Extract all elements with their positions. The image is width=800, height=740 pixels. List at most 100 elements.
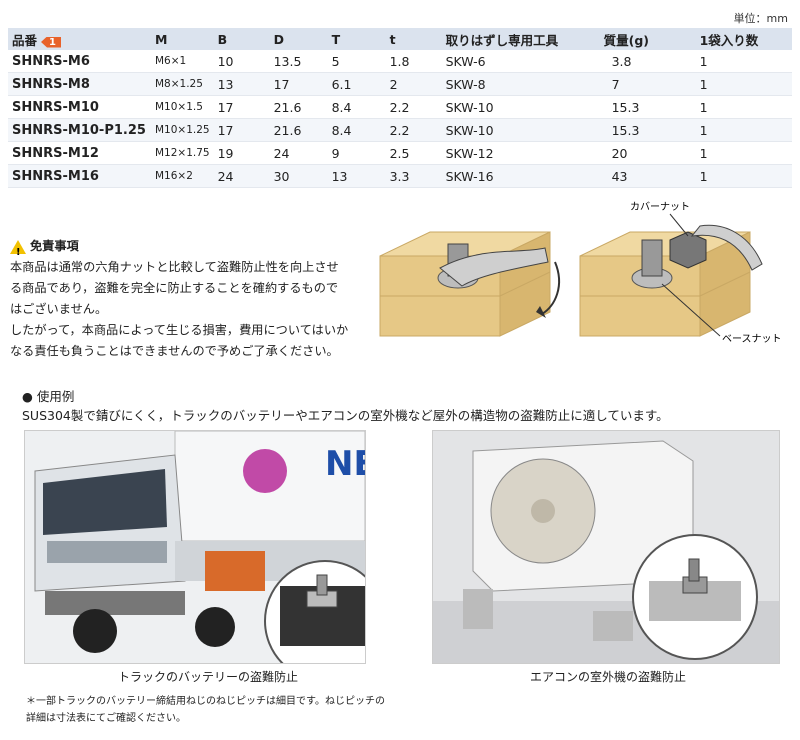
cell-tool: SKW-12 <box>441 141 600 165</box>
header-m: M <box>151 28 214 50</box>
footnote-line: 詳細は寸法表にてご確認ください。 <box>26 713 186 724</box>
cell-t-upper: 9 <box>327 141 386 165</box>
base-nut-leader <box>661 283 721 337</box>
ac-caption: エアコンの室外機の盗難防止 <box>530 670 687 684</box>
cell-mass: 43 <box>599 164 696 188</box>
disclaimer-line: なる責任も負うことはできませんので予めご了承ください。 <box>10 344 339 358</box>
rotate-arrowhead <box>536 306 546 318</box>
ac-illustration <box>433 431 779 663</box>
disclaimer: 免責事項 本商品は通常の六角ナットと比較して盗難防止性を向上させ る商品であり，… <box>10 236 355 362</box>
usage-heading: ● 使用例 <box>22 389 75 404</box>
cell-d: 17 <box>269 72 328 96</box>
cell-qty: 1 <box>695 164 792 188</box>
cell-t-upper: 8.4 <box>327 95 386 119</box>
cell-qty: 1 <box>695 95 792 119</box>
disclaimer-line: したがって，本商品によって生じる損害，費用についてはいか <box>10 323 349 337</box>
cell-m: M6×1 <box>151 50 214 73</box>
truck-caption: トラックのバッテリーの盗難防止 <box>118 670 299 684</box>
cell-t-lower: 2.2 <box>385 95 442 119</box>
cell-t-lower: 2.5 <box>385 141 442 165</box>
cell-mass: 3.8 <box>599 50 696 73</box>
header-tool: 取りはずし専用工具 <box>441 28 600 50</box>
cell-tool: SKW-10 <box>441 95 600 119</box>
cell-tool: SKW-16 <box>441 164 600 188</box>
cell-b: 17 <box>213 95 270 119</box>
cell-mass: 15.3 <box>599 95 696 119</box>
cell-m: M16×2 <box>151 164 214 188</box>
cell-tool: SKW-6 <box>441 50 600 73</box>
header-mass: 質量(g) <box>599 28 696 50</box>
cell-model: SHNRS-M12 <box>8 141 151 165</box>
cell-m: M10×1.25 <box>151 118 214 142</box>
truck-illustration: NE <box>25 431 365 663</box>
cell-t-upper: 13 <box>327 164 386 188</box>
cover-nut-leader <box>669 213 689 237</box>
truck-photo: NE <box>24 430 366 664</box>
cell-model: SHNRS-M10 <box>8 95 151 119</box>
header-d: D <box>269 28 328 50</box>
cell-d: 21.6 <box>269 95 328 119</box>
cell-mass: 15.3 <box>599 118 696 142</box>
cell-m: M10×1.5 <box>151 95 214 119</box>
cell-qty: 1 <box>695 141 792 165</box>
header-t-lower: t <box>385 28 442 50</box>
ac-photo <box>432 430 780 664</box>
cell-tool: SKW-10 <box>441 118 600 142</box>
cell-t-lower: 1.8 <box>385 50 442 73</box>
warning-icon <box>10 239 26 263</box>
cell-model: SHNRS-M6 <box>8 50 151 73</box>
cell-d: 24 <box>269 141 328 165</box>
cell-d: 30 <box>269 164 328 188</box>
cell-b: 17 <box>213 118 270 142</box>
right-bolt-cover-nut <box>631 224 763 289</box>
cell-model: SHNRS-M8 <box>8 72 151 96</box>
cell-b: 10 <box>213 50 270 73</box>
cell-t-upper: 5 <box>327 50 386 73</box>
cover-nut-label: カバーナット <box>630 201 690 213</box>
note-tag: 1 <box>41 36 61 48</box>
cell-m: M12×1.75 <box>151 141 214 165</box>
header-b: B <box>213 28 270 50</box>
cell-qty: 1 <box>695 118 792 142</box>
cell-b: 19 <box>213 141 270 165</box>
cell-b: 13 <box>213 72 270 96</box>
cell-qty: 1 <box>695 50 792 73</box>
cell-t-upper: 8.4 <box>327 118 386 142</box>
disclaimer-line: 本商品は通常の六角ナットと比較して盗難防止性を向上させ <box>10 260 339 274</box>
cell-d: 21.6 <box>269 118 328 142</box>
cell-m: M8×1.25 <box>151 72 214 96</box>
disclaimer-title: 免責事項 <box>10 236 355 263</box>
unit-label: 単位：mm <box>733 12 788 25</box>
rotate-arrow <box>541 261 561 315</box>
cell-t-lower: 2 <box>385 72 442 96</box>
cell-t-lower: 2.2 <box>385 118 442 142</box>
cell-mass: 7 <box>599 72 696 96</box>
left-bolt-wrench <box>437 243 549 289</box>
header-t-upper: T <box>327 28 386 50</box>
footnote: ＊一部トラックのバッテリー締結用ねじのねじピッチは細目です。ねじピッチの 詳細は… <box>26 693 385 727</box>
cell-b: 24 <box>213 164 270 188</box>
cell-t-upper: 6.1 <box>327 72 386 96</box>
disclaimer-line: はございません。 <box>10 302 108 316</box>
cell-tool: SKW-8 <box>441 72 600 96</box>
disclaimer-line: る商品であり，盗難を完全に防止することを確約するもので <box>10 281 339 295</box>
base-nut-label: ベースナット <box>722 333 782 345</box>
cell-t-lower: 3.3 <box>385 164 442 188</box>
nut-diagram: カバーナット ベースナット <box>379 201 782 345</box>
usage-description: SUS304製で錆びにくく，トラックのバッテリーやエアコンの室外機など屋外の構造… <box>22 408 669 423</box>
cell-d: 13.5 <box>269 50 328 73</box>
cell-model: SHNRS-M16 <box>8 164 151 188</box>
header-qty: 1袋入り数 <box>695 28 792 50</box>
truck-sign-text: NE <box>325 444 365 484</box>
cell-mass: 20 <box>599 141 696 165</box>
footnote-line: ＊一部トラックのバッテリー締結用ねじのねじピッチは細目です。ねじピッチの <box>26 696 385 707</box>
cell-qty: 1 <box>695 72 792 96</box>
